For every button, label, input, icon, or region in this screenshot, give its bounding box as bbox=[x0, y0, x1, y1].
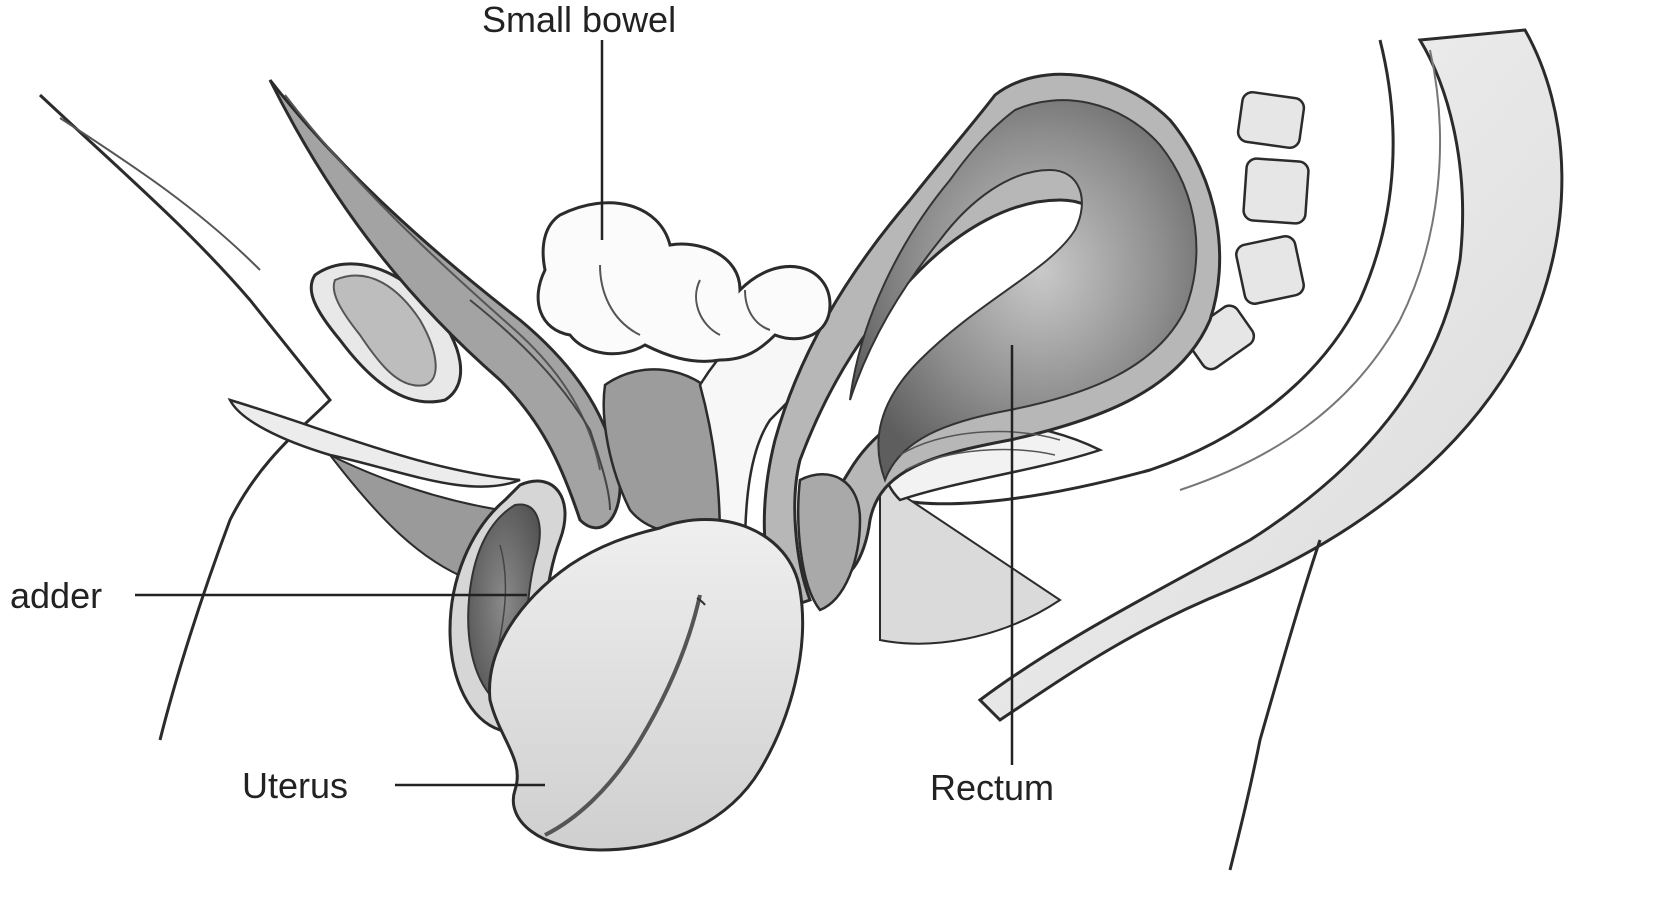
uterus-label: Uterus bbox=[242, 768, 348, 804]
anterior-abdominal-wall bbox=[40, 95, 520, 740]
bladder-label: adder bbox=[10, 578, 102, 614]
small-bowel-organ bbox=[538, 203, 830, 362]
rectum-label: Rectum bbox=[930, 770, 1054, 806]
small-bowel-label: Small bowel bbox=[482, 2, 676, 38]
